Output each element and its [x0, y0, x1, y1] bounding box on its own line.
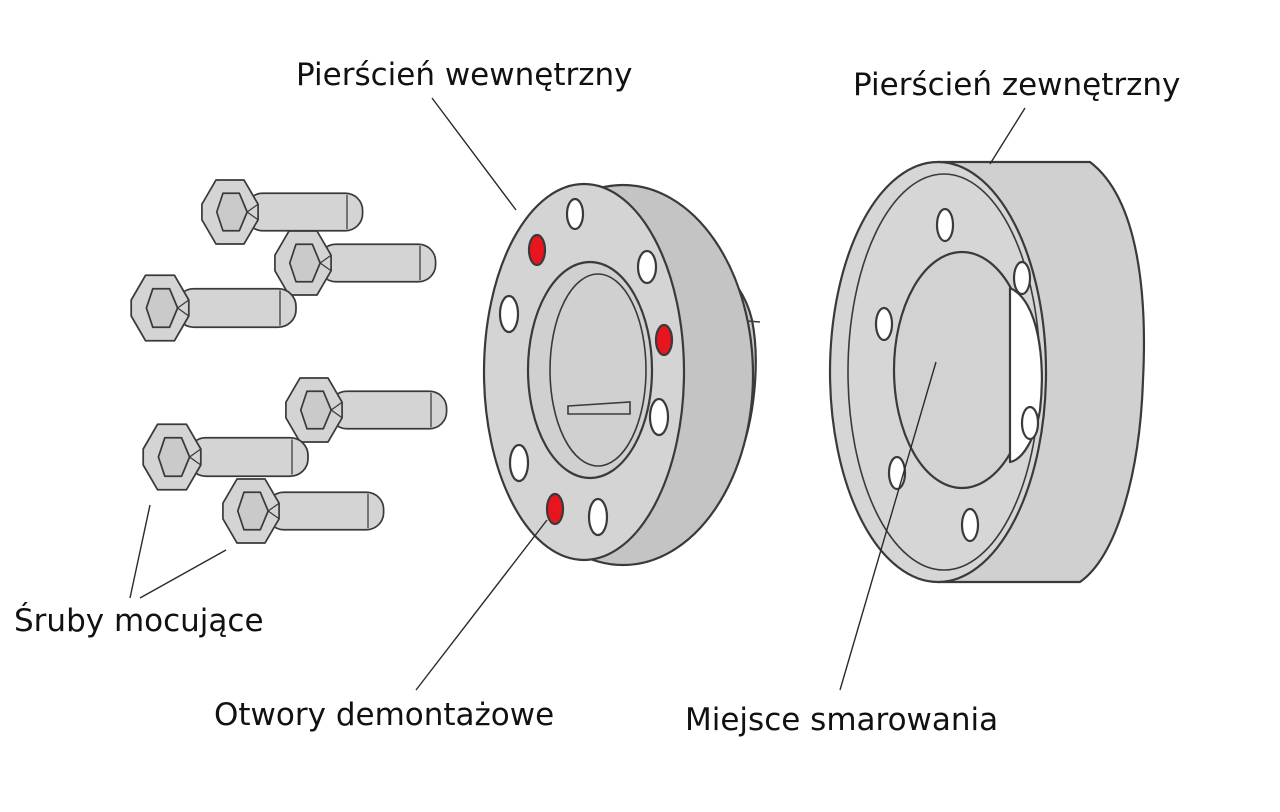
- removal-hole: [654, 323, 674, 357]
- label-removal-holes: Otwory demontażowe: [214, 697, 555, 733]
- bolt-hole: [874, 306, 894, 342]
- removal-hole: [527, 233, 547, 267]
- label-inner-ring: Pierścień wewnętrzny: [296, 57, 633, 93]
- bolt-hole: [587, 497, 609, 537]
- bolt-hole: [508, 443, 530, 483]
- label-outer-ring: Pierścień zewnętrzny: [853, 67, 1181, 103]
- bolt-6: [222, 478, 385, 544]
- leader-bolts: [139, 549, 227, 599]
- bolt-hole: [565, 197, 585, 231]
- bolt-4: [285, 377, 448, 443]
- leader-lines: [129, 97, 1026, 691]
- label-bolts: Śruby mocujące: [14, 603, 264, 639]
- bolt-hole: [1012, 260, 1032, 296]
- leader-removal-holes: [415, 519, 548, 691]
- leader-inner-ring: [431, 97, 517, 211]
- bolt-hole: [498, 294, 520, 334]
- label-lubrication-point: Miejsce smarowania: [685, 702, 999, 738]
- bolt-2: [274, 230, 437, 296]
- bolt-hole: [636, 249, 658, 285]
- bolts-group: [130, 179, 448, 544]
- bolt-1: [201, 179, 364, 245]
- leader-lubrication: [839, 361, 937, 691]
- bolt-hole: [887, 455, 907, 491]
- inner-ring: [482, 182, 761, 567]
- bolt-hole: [648, 397, 670, 437]
- leader-outer-ring: [989, 107, 1026, 165]
- outer-ring: [828, 160, 1146, 584]
- removal-hole: [545, 492, 565, 526]
- leader-bolts: [129, 504, 151, 599]
- bolt-hole: [1020, 405, 1040, 441]
- bolt-3: [130, 274, 297, 342]
- bolt-hole: [935, 207, 955, 243]
- bolt-5: [142, 423, 309, 491]
- bolt-hole: [960, 507, 980, 543]
